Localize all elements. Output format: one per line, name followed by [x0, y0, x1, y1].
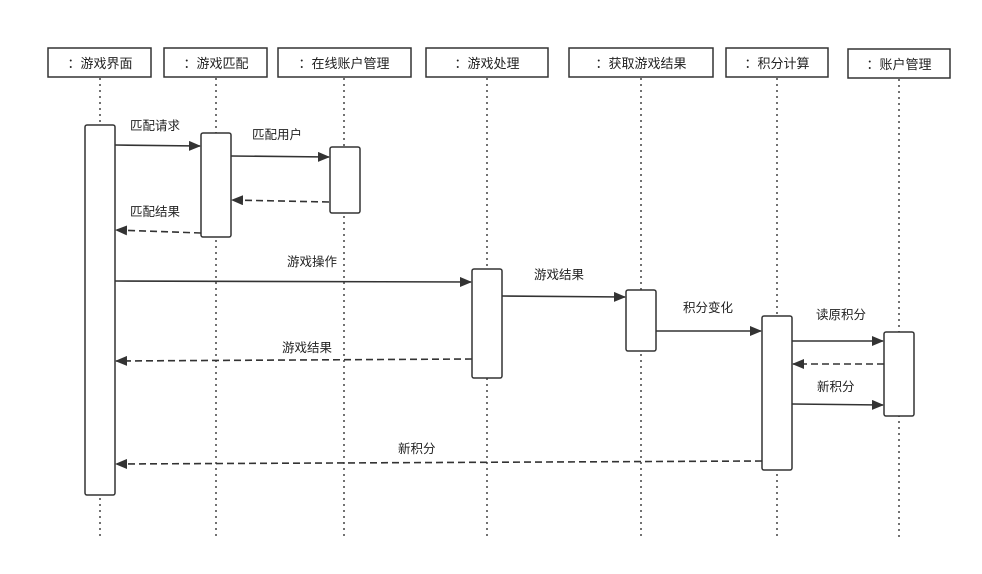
activation-match: [200, 132, 232, 238]
participant-online: ：在线账户管理: [277, 47, 412, 78]
activation-result: [625, 289, 657, 352]
participant-account: ：账户管理: [847, 48, 951, 79]
message-game-result-call: [501, 291, 626, 302]
label-new-score-return: 新积分: [398, 441, 436, 456]
message-new-score-call: [791, 399, 884, 410]
participant-ui-label: ：游戏界面: [67, 57, 132, 72]
message-match-user: [230, 151, 330, 162]
participant-match: ：游戏匹配: [163, 47, 268, 78]
label-game-operation: 游戏操作: [287, 254, 338, 269]
participant-proc: ：游戏处理: [425, 47, 549, 78]
label-game-result-return: 游戏结果: [282, 340, 333, 355]
activation-ui: [84, 124, 116, 496]
participant-result-label: ：获取游戏结果: [595, 57, 686, 72]
participant-score-label: ：积分计算: [744, 57, 809, 72]
activation-online: [329, 146, 361, 214]
activation-account: [883, 331, 915, 417]
participant-ui: ：游戏界面: [47, 47, 152, 78]
label-game-result-call: 游戏结果: [534, 267, 585, 282]
label-match-request: 匹配请求: [130, 118, 181, 133]
message-match-request: [114, 140, 201, 151]
message-game-operation: [114, 276, 472, 287]
participant-proc-label: ：游戏处理: [454, 57, 519, 72]
message-online-return: [231, 195, 330, 206]
label-read-score: 读原积分: [816, 307, 866, 322]
label-match-result: 匹配结果: [130, 204, 181, 219]
message-game-result-return: [115, 355, 473, 366]
activation-proc: [471, 268, 503, 379]
participant-score: ：积分计算: [725, 47, 829, 78]
message-match-result: [115, 225, 202, 236]
message-new-score-return: [115, 458, 763, 469]
label-new-score-call: 新积分: [817, 379, 855, 394]
activation-score: [761, 315, 793, 471]
label-score-change: 积分变化: [683, 300, 734, 315]
participant-match-label: ：游戏匹配: [183, 57, 248, 72]
label-match-user: 匹配用户: [252, 127, 302, 142]
participant-account-label: ：账户管理: [866, 57, 931, 73]
participant-result: ：获取游戏结果: [568, 47, 714, 78]
participant-online-label: ：在线账户管理: [298, 56, 389, 72]
